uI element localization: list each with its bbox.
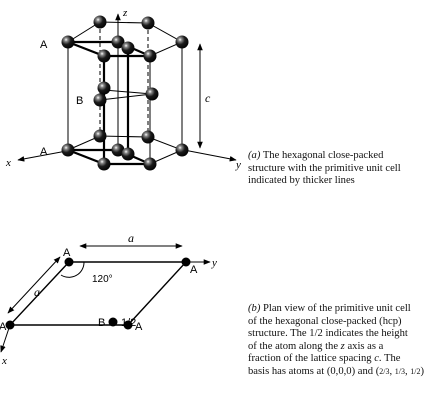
caption-a-label: (a) — [248, 150, 261, 161]
label-corner-top-right: A — [190, 264, 198, 276]
angle-arc — [60, 261, 85, 278]
caption-b-line6b: ) — [420, 365, 425, 377]
atom — [143, 49, 157, 63]
atom — [175, 35, 189, 49]
atom — [141, 16, 155, 30]
atom — [93, 15, 107, 29]
atom — [143, 157, 157, 171]
caption-b-line2: of the hexagonal close-packed (hcp) — [248, 315, 402, 327]
caption-b-line5-var: c — [374, 353, 379, 365]
caption-b-line4b: axis as a — [344, 340, 384, 352]
atoms-middle-layer — [93, 81, 159, 107]
label-atom-b-height: 1/2 — [121, 317, 136, 329]
label-plan-x: x — [1, 355, 7, 367]
atom — [111, 143, 125, 157]
atoms-bottom-layer — [61, 129, 189, 171]
label-corner-bottom-left: A — [0, 321, 7, 333]
label-layer-a-top: A — [40, 39, 48, 51]
prism-edges — [67, 42, 183, 164]
label-corner-top-left: A — [63, 247, 71, 259]
hcp-3d-structure: c z x — [5, 7, 241, 171]
atom — [93, 129, 107, 143]
caption-b-line5a: fraction of the lattice spacing — [248, 353, 375, 365]
caption-b-line3: structure. The 1/2 indicates the height — [248, 328, 408, 340]
label-corner-bottom-right: A — [135, 321, 143, 333]
label-angle: 120° — [92, 274, 113, 285]
atom — [97, 49, 111, 63]
label-x: x — [5, 157, 11, 169]
label-layer-a-bottom: A — [40, 146, 48, 158]
caption-b-line5b: . The — [378, 353, 401, 365]
atom — [97, 81, 111, 95]
atom — [121, 147, 135, 161]
label-c: c — [205, 91, 211, 105]
atom — [145, 87, 159, 101]
atom — [61, 35, 75, 49]
atom — [93, 93, 107, 107]
label-z: z — [122, 7, 128, 19]
caption-b-line1: Plan view of the primitive unit cell — [263, 303, 411, 314]
atom-corner — [64, 257, 74, 267]
label-layer-b: B — [76, 95, 83, 107]
atom — [61, 143, 75, 157]
caption-b: (b) Plan view of the primitive unit cell… — [248, 303, 425, 377]
atom-b — [108, 317, 118, 327]
caption-b-line6a: basis has atoms at (0,0,0) and ( — [248, 365, 380, 377]
caption-a: (a) The hexagonal close-packed structure… — [248, 150, 401, 188]
atom — [121, 41, 135, 55]
caption-a-line2: structure with the primitive unit cell — [248, 162, 401, 174]
plan-x-axis — [0, 324, 11, 353]
label-atom-b: B — [98, 317, 105, 329]
atom — [141, 130, 155, 144]
caption-b-frac1: 2/3 — [379, 366, 390, 376]
atom — [175, 143, 189, 157]
dimension-a-left — [7, 256, 61, 314]
label-a-left: a — [34, 285, 40, 299]
hcp-plan-view: a a 120° A A A A B 1/2 y x — [0, 231, 217, 367]
hidden-edges — [99, 22, 149, 137]
atom — [111, 35, 125, 49]
atom — [97, 157, 111, 171]
label-plan-y: y — [211, 257, 217, 269]
atoms-top-layer — [61, 15, 189, 63]
caption-b-line4a: of the atom along the — [248, 340, 341, 352]
label-a-top: a — [128, 231, 134, 245]
label-y: y — [235, 159, 241, 171]
atom-corner — [181, 257, 191, 267]
caption-a-line3: indicated by thicker lines — [248, 175, 355, 187]
caption-b-frac2: 1/3 — [394, 366, 405, 376]
atom-corner — [5, 320, 15, 330]
caption-b-label: (b) — [248, 303, 261, 314]
caption-b-line4-var: z — [340, 340, 345, 352]
caption-b-frac3: 1/2 — [410, 366, 421, 376]
atom-corner — [123, 320, 133, 330]
caption-a-line1: The hexagonal close-packed — [262, 150, 384, 161]
y-axis — [183, 149, 237, 162]
